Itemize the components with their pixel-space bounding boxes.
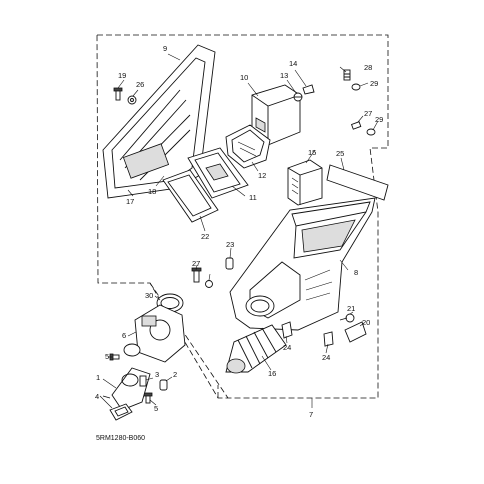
part-4-gasket <box>109 403 133 421</box>
part-12-filter-guide <box>225 124 271 169</box>
callout-15: 15 <box>308 148 316 157</box>
part-23-pin <box>225 257 234 270</box>
callout-27b: 27 <box>192 259 200 268</box>
callout-23: 23 <box>226 240 234 249</box>
callout-21: 21 <box>347 304 355 313</box>
part-29-washer-a <box>351 83 361 91</box>
part-26-washer <box>127 95 137 105</box>
callout-29a: 29 <box>370 79 378 88</box>
callout-6: 6 <box>122 331 126 340</box>
part-13-clip <box>293 92 303 102</box>
part-27-bolt-b <box>191 267 202 283</box>
part-4-chevron <box>102 395 111 399</box>
callout-30: 30 <box>145 291 153 300</box>
callout-18: 18 <box>148 187 156 196</box>
part-28-bolt <box>343 69 351 81</box>
part-29-washer-c <box>205 280 213 288</box>
callout-27a: 27 <box>364 109 372 118</box>
callout-29b: 29 <box>375 115 383 124</box>
callout-5b: 5 <box>154 404 158 413</box>
callout-19: 19 <box>118 71 126 80</box>
callout-11: 11 <box>249 193 257 202</box>
part-24-clip-b <box>323 331 334 347</box>
part-15-duct <box>287 159 323 206</box>
part-25-pad <box>326 164 389 201</box>
callout-22: 22 <box>201 232 209 241</box>
part-11-filter-case <box>187 147 249 199</box>
callout-9: 9 <box>163 44 167 53</box>
callout-1: 1 <box>96 373 100 382</box>
part-22-seal <box>162 169 219 223</box>
part-20-drain <box>344 321 367 343</box>
part-5-screw-b <box>143 392 153 404</box>
part-24-clip-a <box>281 321 293 339</box>
callout-24b: 24 <box>322 353 330 362</box>
callout-5a: 5 <box>105 352 109 361</box>
callout-7: 7 <box>309 410 313 419</box>
callout-20: 20 <box>362 318 370 327</box>
callout-3: 3 <box>155 370 159 379</box>
part-9-airbox-cover <box>102 44 216 199</box>
part-16-joint-hose <box>225 324 287 374</box>
callout-14: 14 <box>289 59 297 68</box>
part-19-screw <box>113 87 123 101</box>
callout-17: 17 <box>126 197 134 206</box>
leader-lines <box>99 53 379 409</box>
callout-10: 10 <box>240 73 248 82</box>
part-21-clamp <box>339 313 355 323</box>
callout-28: 28 <box>364 63 372 72</box>
callout-25: 25 <box>336 149 344 158</box>
part-27-bolt-a <box>350 121 362 130</box>
callout-13: 13 <box>280 71 288 80</box>
assembly-boundary <box>96 34 389 399</box>
part-6-carburetor <box>123 304 186 363</box>
drawing-code: 5RM1280-B060 <box>96 435 145 442</box>
part-14-bracket <box>302 84 315 95</box>
part-3-bolt <box>139 375 147 387</box>
part-2-collar <box>159 379 168 391</box>
part-8-airbox-body <box>229 197 376 331</box>
callout-labels: 9 19 26 10 13 14 28 29 27 29 12 11 22 18… <box>95 44 383 419</box>
callout-26: 26 <box>136 80 144 89</box>
callout-2: 2 <box>173 370 177 379</box>
callout-24a: 24 <box>283 343 291 352</box>
callout-16: 16 <box>268 369 276 378</box>
callout-12: 12 <box>258 171 266 180</box>
callout-8: 8 <box>354 268 358 277</box>
part-1-manifold <box>111 367 151 411</box>
callout-4: 4 <box>95 392 99 401</box>
part-29-washer-b <box>366 128 376 136</box>
